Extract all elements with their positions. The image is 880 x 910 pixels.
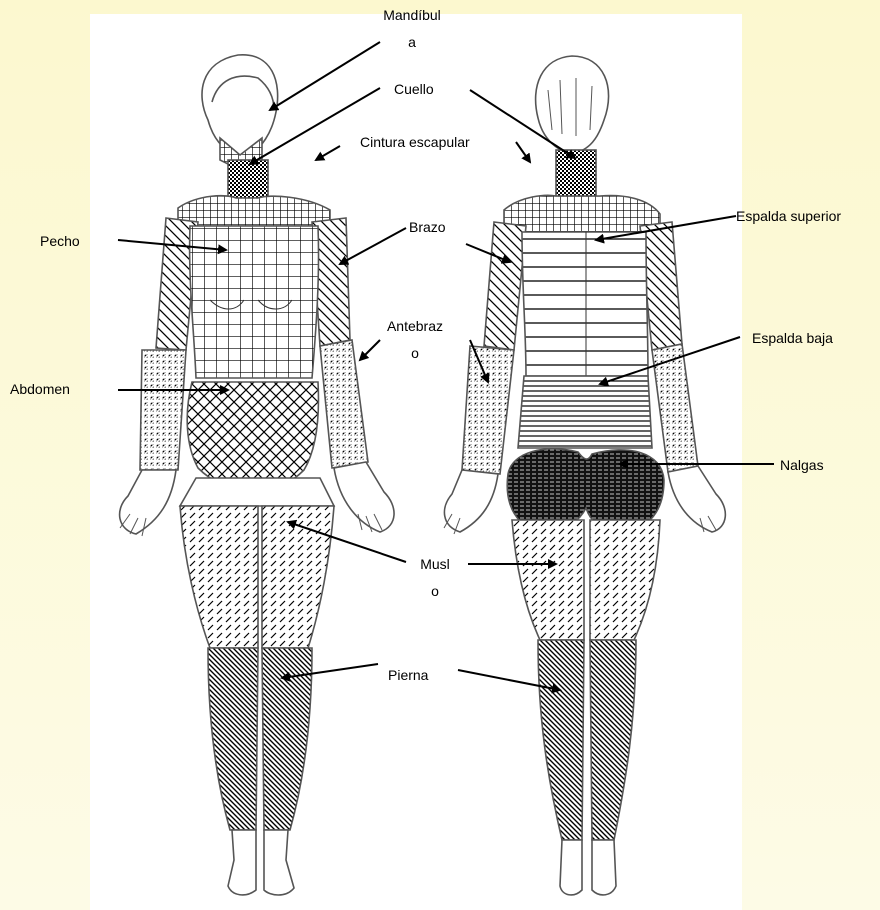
- label-pierna: Pierna: [388, 666, 428, 684]
- back-lower-back-region: [518, 376, 652, 448]
- label-muslo-line1: Musl: [406, 555, 464, 573]
- label-antebrazo-line2: o: [380, 344, 450, 362]
- front-left-forearm: [140, 350, 186, 470]
- label-pecho: Pecho: [40, 232, 80, 250]
- label-cuello: Cuello: [394, 80, 434, 98]
- label-espalda-baja: Espalda baja: [752, 329, 833, 347]
- front-shoulder-girdle: [178, 196, 330, 226]
- label-mandibula-line1: Mandíbul: [380, 6, 444, 24]
- label-abdomen: Abdomen: [10, 380, 70, 398]
- back-neck-region: [556, 150, 596, 200]
- label-nalgas: Nalgas: [780, 456, 824, 474]
- label-brazo: Brazo: [409, 218, 446, 236]
- label-antebrazo-line1: Antebraz: [380, 317, 450, 335]
- back-shoulder-girdle: [504, 195, 660, 232]
- back-upper-back-region: [522, 232, 648, 376]
- label-mandibula-line2: a: [380, 33, 444, 51]
- label-espalda-superior: Espalda superior: [736, 207, 841, 225]
- label-cintura-escapular: Cintura escapular: [360, 133, 470, 151]
- label-muslo-line2: o: [406, 582, 464, 600]
- back-left-foot: [560, 840, 582, 895]
- back-right-foot: [592, 840, 616, 895]
- front-neck-region: [228, 160, 268, 200]
